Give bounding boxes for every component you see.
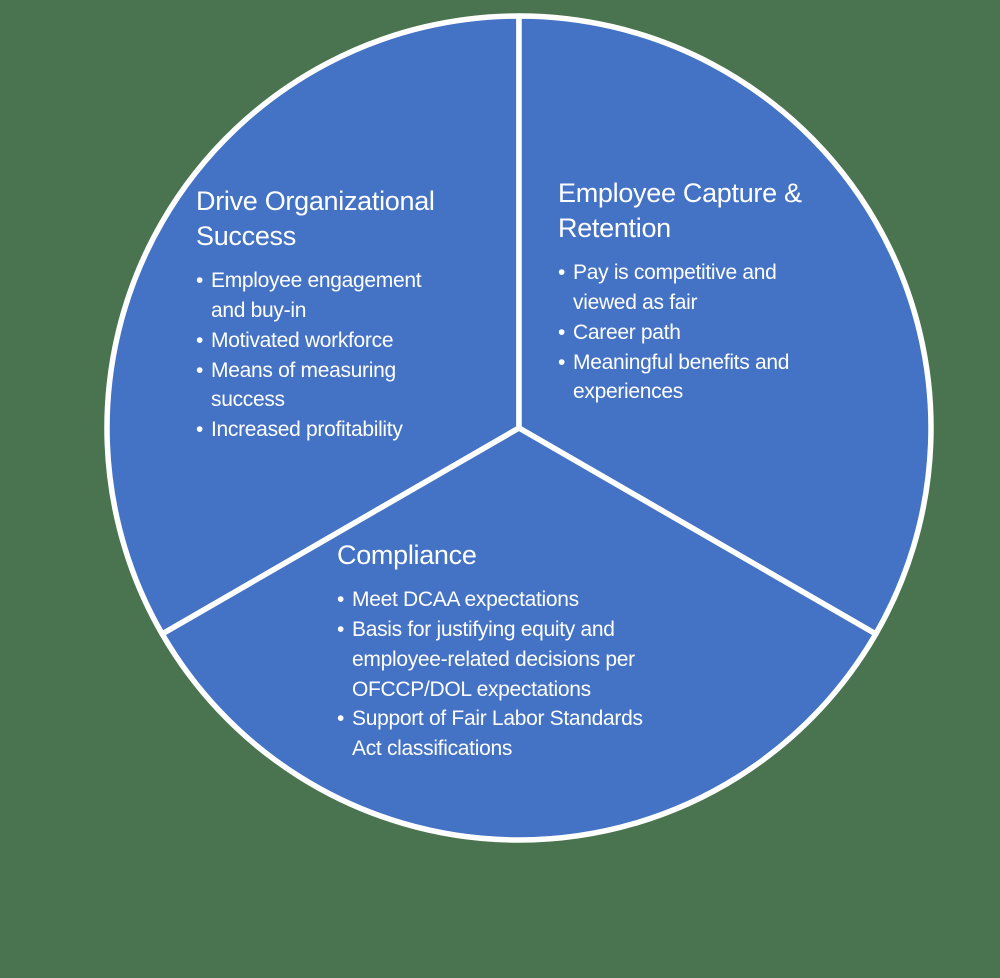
bullet-icon: • — [558, 350, 566, 374]
pie-slice-compliance — [159, 425, 879, 843]
list-item: • Increased profitability — [196, 415, 424, 445]
list-item: • Means of measuring success — [196, 356, 424, 416]
bullet-list: • Meet DCAA expectations • Basis for jus… — [337, 585, 667, 764]
section-employee-capture-retention: Employee Capture & Retention • Pay is co… — [558, 176, 838, 407]
bullet-text: Pay is competitive and viewed as fair — [573, 261, 777, 314]
bullet-text: Increased profitability — [211, 418, 403, 442]
section-drive-organizational-success: Drive Organizational Success • Employee … — [196, 184, 468, 445]
list-item: • Support of Fair Labor Standards Act cl… — [337, 704, 667, 764]
bullet-text: Support of Fair Labor Standards Act clas… — [352, 707, 643, 761]
list-item: • Motivated workforce — [196, 326, 424, 356]
list-item: • Pay is competitive and viewed as fair — [558, 258, 818, 318]
bullet-text: Career path — [573, 320, 681, 344]
section-title: Compliance — [337, 540, 477, 570]
list-item: • Basis for justifying equity and employ… — [337, 615, 667, 704]
bullet-icon: • — [558, 320, 566, 344]
pie-slice-employee-capture-retention — [516, 13, 934, 637]
bullet-icon: • — [337, 707, 345, 731]
bullet-list: • Employee engagement and buy-in • Motiv… — [196, 266, 424, 445]
bullet-text: Means of measuring success — [211, 358, 396, 412]
bullet-icon: • — [196, 328, 204, 352]
section-compliance: Compliance • Meet DCAA expectations • Ba… — [337, 538, 677, 764]
bullet-list: • Pay is competitive and viewed as fair … — [558, 258, 818, 407]
list-item: • Career path — [558, 318, 818, 348]
bullet-text: Meaningful benefits and experiences — [573, 350, 790, 404]
section-title: Employee Capture & Retention — [558, 178, 802, 244]
list-item: • Employee engagement and buy-in — [196, 266, 424, 326]
bullet-icon: • — [196, 358, 204, 382]
bullet-text: Employee engagement and buy-in — [211, 269, 422, 322]
bullet-text: Meet DCAA expectations — [352, 588, 579, 612]
bullet-text: Basis for justifying equity and employee… — [352, 617, 635, 701]
list-item: • Meaningful benefits and experiences — [558, 348, 818, 408]
list-item: • Meet DCAA expectations — [337, 585, 667, 615]
bullet-icon: • — [337, 588, 345, 612]
bullet-icon: • — [196, 418, 204, 442]
bullet-icon: • — [196, 269, 204, 293]
bullet-text: Motivated workforce — [211, 328, 394, 352]
bullet-icon: • — [337, 617, 345, 641]
pie-slice-drive-organizational-success — [104, 13, 522, 637]
section-title: Drive Organizational Success — [196, 186, 435, 252]
bullet-icon: • — [558, 261, 566, 285]
